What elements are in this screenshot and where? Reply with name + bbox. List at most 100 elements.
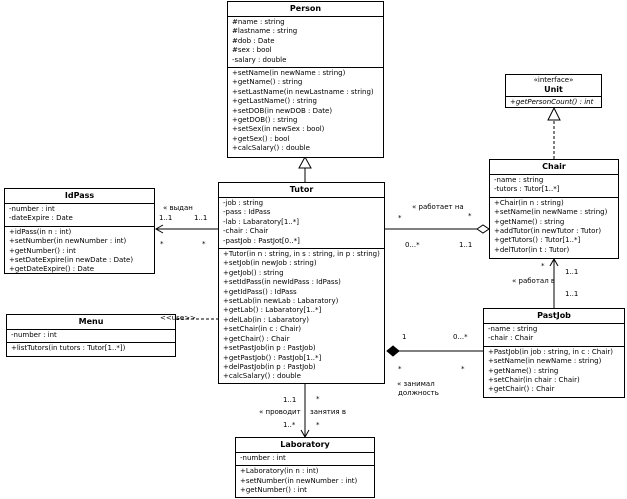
method: +getDateExpire() : Date (9, 265, 95, 274)
method: +setChair(in c : Chair) (223, 325, 302, 334)
method: +getName() : string (494, 217, 565, 226)
method: +setName(in newName : string) (232, 69, 346, 78)
attribute: -lab : Labaratory[1..*] (223, 217, 300, 226)
method: +setSex(in newSex : bool) (232, 125, 325, 134)
attribute: -job : string (223, 199, 264, 207)
class-idpass[interactable]: IdPass -number : int -dateExpire : Date … (4, 188, 155, 274)
class-tutor-attributes: -job : string -pass : IdPass -lab : Laba… (219, 198, 384, 248)
method: +idPass(in n : int) (9, 227, 72, 236)
composition-diamond (386, 345, 400, 357)
multiplicity: 1..1 (565, 268, 579, 276)
class-pastjob-methods: +PastJob(in job : string, in c : Chair) … (484, 345, 624, 397)
attribute: -number : int (240, 454, 286, 462)
attribute: -salary : double (232, 55, 287, 64)
method: +setIdPass(in newIdPass : IdPass) (223, 278, 341, 287)
class-idpass-attributes: -number : int -dateExpire : Date (5, 204, 154, 226)
method: +setName(in newName : string) (494, 208, 608, 217)
class-tutor-methods: +Tutor(in n : string, in s : string, in … (219, 248, 384, 384)
interface-unit-name: Unit (544, 85, 563, 94)
label-dolzhnost: должность (398, 389, 439, 397)
label-zanimal: « занимал (397, 380, 435, 388)
multiplicity: * (468, 212, 472, 220)
class-person-title: Person (228, 2, 383, 17)
class-pastjob-attributes: -name : string -chair : Chair (484, 324, 624, 346)
method: +addTutor(in newTutor : Tutor) (494, 227, 602, 236)
aggregation-diamond (476, 224, 490, 234)
method: +Tutor(in n : string, in s : string, in … (223, 250, 380, 259)
class-pastjob[interactable]: PastJob -name : string -chair : Chair +P… (483, 308, 625, 398)
realization-arrowhead (547, 106, 561, 121)
class-tutor-title: Tutor (219, 183, 384, 198)
method: +getTutors() : Tutor[1..*] (494, 236, 581, 245)
multiplicity: 1..1 (459, 241, 473, 249)
multiplicity: * (461, 365, 465, 373)
multiplicity: * (316, 395, 320, 403)
attribute: #sex : bool (232, 46, 272, 55)
method: +getNumber() : int (9, 246, 76, 255)
label-provodit: « проводит (259, 408, 301, 416)
method: +delLab(in : Labaratory) (223, 315, 309, 324)
method: +setLab(in newLab : Labaratory) (223, 297, 339, 306)
class-pastjob-title: PastJob (484, 309, 624, 324)
attribute: -name : string (488, 325, 538, 333)
method: +getSex() : bool (232, 134, 290, 143)
label-rabotaet-na: « работает на (412, 203, 464, 211)
attribute: -name : string (494, 176, 544, 184)
method: +getName() : string (232, 78, 303, 87)
method: +Chair(in n : string) (494, 198, 564, 207)
class-chair-methods: +Chair(in n : string) +setName(in newNam… (490, 196, 618, 257)
attribute: #lastname : string (232, 27, 298, 36)
attribute: #dob : Date (232, 36, 275, 45)
multiplicity: * (398, 365, 402, 373)
class-person[interactable]: Person #name : string #lastname : string… (227, 1, 384, 158)
label-uses: <<use>> (160, 314, 196, 322)
method: +getPastJob() : PastJob[1..*] (223, 353, 322, 362)
method: +getChair() : Chair (223, 334, 290, 343)
class-laboratory-methods: +Laboratory(in n : int) +setNumber(in ne… (236, 465, 374, 497)
multiplicity: 0...* (453, 333, 468, 341)
class-menu[interactable]: Menu -number : int +listTutors(in tutors… (6, 314, 176, 357)
multiplicity: * (316, 421, 320, 429)
class-menu-attributes: -number : int (7, 330, 175, 342)
method: +setDateExpire(in newDate : Date) (9, 256, 134, 265)
method: +listTutors(in tutors : Tutor[1..*]) (11, 344, 126, 353)
method: +setLastName(in newLastname : string) (232, 87, 374, 96)
class-laboratory[interactable]: Laboratory -number : int +Laboratory(in … (235, 437, 375, 498)
label-rabotal-v: « работал в (512, 277, 556, 285)
multiplicity: * (202, 240, 206, 248)
attribute: -number : int (11, 331, 57, 339)
method: +getName() : string (488, 366, 559, 375)
multiplicity: 1..1 (283, 396, 297, 404)
interface-unit-title: «interface» Unit (506, 75, 601, 97)
multiplicity: 1 (402, 333, 407, 341)
attribute: -chair : Chair (223, 227, 269, 236)
method: +Laboratory(in n : int) (240, 467, 319, 476)
multiplicity: 1..* (283, 421, 296, 429)
class-laboratory-title: Laboratory (236, 438, 374, 453)
method: +getLab() : Labaratory[1..*] (223, 306, 322, 315)
label-zanyatiya: занятия в (310, 408, 346, 416)
attribute: -pastJob : PastJot[0..*] (223, 236, 300, 245)
attribute: #name : string (232, 18, 285, 26)
method: +getNumber() : int (240, 486, 307, 495)
method: +setName(in newName : string) (488, 357, 602, 366)
class-chair[interactable]: Chair -name : string -tutors : Tutor[1..… (489, 159, 619, 259)
multiplicity: * (160, 240, 164, 248)
multiplicity: * (541, 262, 545, 270)
class-person-attributes: #name : string #lastname : string #dob :… (228, 17, 383, 67)
attribute: -tutors : Tutor[1..*] (494, 185, 560, 194)
method: +delPastJob(in p : PastJob) (223, 362, 316, 371)
method: +setNumber(in newNumber : int) (9, 237, 127, 246)
method: +setNumber(in newNumber : int) (240, 476, 358, 485)
class-person-methods: +setName(in newName : string) +getName()… (228, 67, 383, 156)
generalization-arrowhead (298, 155, 312, 169)
class-idpass-title: IdPass (5, 189, 154, 204)
interface-unit[interactable]: «interface» Unit +getPersonCount() : int (505, 74, 602, 108)
class-chair-attributes: -name : string -tutors : Tutor[1..*] (490, 175, 618, 197)
method: +setChair(in chair : Chair) (488, 376, 580, 385)
multiplicity: 1..1 (565, 290, 579, 298)
class-tutor[interactable]: Tutor -job : string -pass : IdPass -lab … (218, 182, 385, 384)
method: +setJob(in newJob : string) (223, 259, 317, 268)
class-menu-methods: +listTutors(in tutors : Tutor[1..*]) (7, 342, 175, 355)
method: +calcSalary() : double (223, 372, 301, 381)
